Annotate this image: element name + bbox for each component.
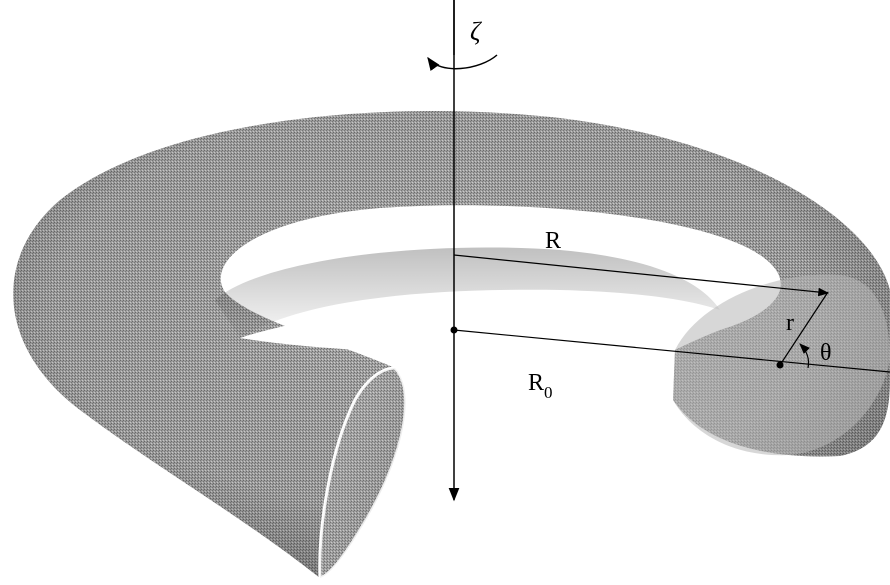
axis-point (450, 326, 458, 334)
R0-label-sub: 0 (544, 383, 553, 402)
hole-shadow (215, 247, 720, 338)
R-vector (453, 254, 830, 297)
R0-label-main: R (528, 370, 544, 396)
R-label: R (545, 228, 561, 254)
torus-cut-shade (319, 368, 406, 578)
R0-label: R0 (528, 370, 553, 402)
r-vector (779, 291, 829, 366)
torus-shading (13, 111, 890, 578)
zeta-rotation-arrow (427, 54, 498, 72)
R0-line (453, 329, 890, 373)
torus-hole (240, 301, 673, 368)
zeta-label: ζ (470, 17, 482, 46)
r-label: r (786, 310, 794, 336)
theta-label: θ (820, 340, 832, 366)
theta-arc (799, 343, 810, 369)
